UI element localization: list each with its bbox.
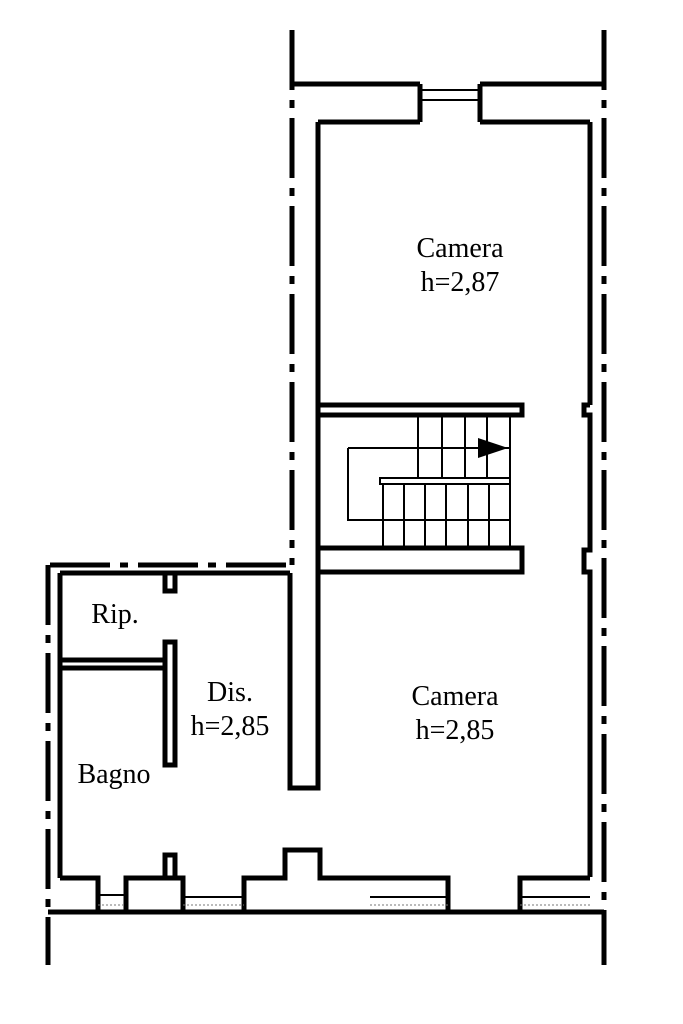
room-name: Bagno <box>77 759 151 790</box>
room-camera-lower: Camera h=2,85 <box>355 680 555 748</box>
room-name: Rip. <box>91 599 139 630</box>
bottom-wall <box>48 847 604 915</box>
room-height: h=2,85 <box>415 715 495 746</box>
room-name: Dis. <box>207 677 253 708</box>
room-camera-upper: Camera h=2,87 <box>360 232 560 300</box>
top-wall <box>292 81 604 125</box>
room-name: Camera <box>411 681 499 712</box>
room-height: h=2,87 <box>420 267 500 298</box>
room-ripostiglio: Rip. <box>70 598 160 632</box>
room-height: h=2,85 <box>190 711 270 742</box>
exterior-boundary <box>45 30 607 965</box>
room-name: Camera <box>416 233 504 264</box>
upper-camera-walls <box>315 122 593 877</box>
window-top <box>420 89 480 101</box>
stair-direction-arrow-icon <box>478 438 508 458</box>
room-disimpegno: Dis. h=2,85 <box>170 676 290 744</box>
room-bagno: Bagno <box>62 758 166 792</box>
lower-left-walls <box>57 548 321 881</box>
staircase <box>315 415 525 575</box>
